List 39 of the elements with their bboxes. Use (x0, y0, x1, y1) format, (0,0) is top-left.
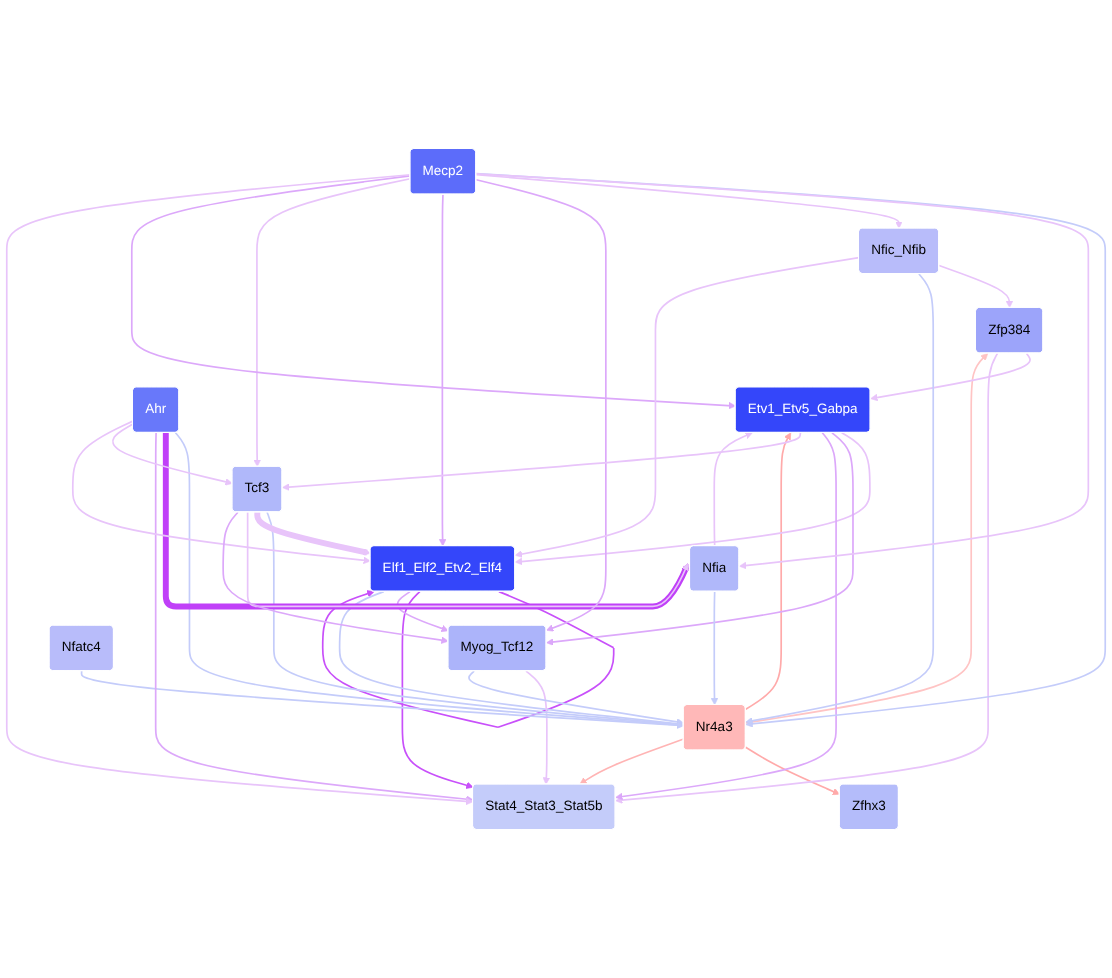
arrow (525, 670, 551, 785)
arrow (468, 670, 684, 726)
arrow (475, 173, 903, 229)
arrow (744, 432, 792, 711)
arrow (338, 590, 684, 728)
arrow (71, 420, 371, 565)
arrow (401, 590, 474, 789)
arrow (615, 352, 999, 804)
arrow (174, 431, 684, 729)
arrow (266, 511, 684, 728)
arrow (938, 264, 1014, 309)
arrow (579, 738, 685, 785)
arrow (80, 670, 684, 730)
arrow (870, 352, 1031, 402)
arrow (254, 512, 371, 556)
arrow (710, 590, 719, 706)
arrow (514, 431, 871, 566)
arrow (112, 423, 233, 486)
arrow (713, 432, 753, 547)
arrow (745, 273, 935, 725)
arrow (514, 256, 860, 558)
arrow (475, 172, 1107, 728)
arrow (222, 511, 449, 644)
arrow (154, 431, 474, 803)
arrow (615, 431, 837, 801)
arrow (546, 431, 854, 646)
arrow (246, 511, 689, 608)
arrow (475, 178, 607, 632)
arrow (396, 590, 449, 632)
arrow (5, 173, 474, 806)
arrow (744, 746, 840, 795)
arrow (130, 175, 736, 410)
arrow (475, 172, 1090, 570)
arrow (744, 353, 989, 724)
arrow (253, 177, 412, 467)
arrow (438, 193, 447, 547)
arrow (162, 432, 690, 610)
arrow (321, 590, 615, 729)
arrow (282, 431, 802, 491)
